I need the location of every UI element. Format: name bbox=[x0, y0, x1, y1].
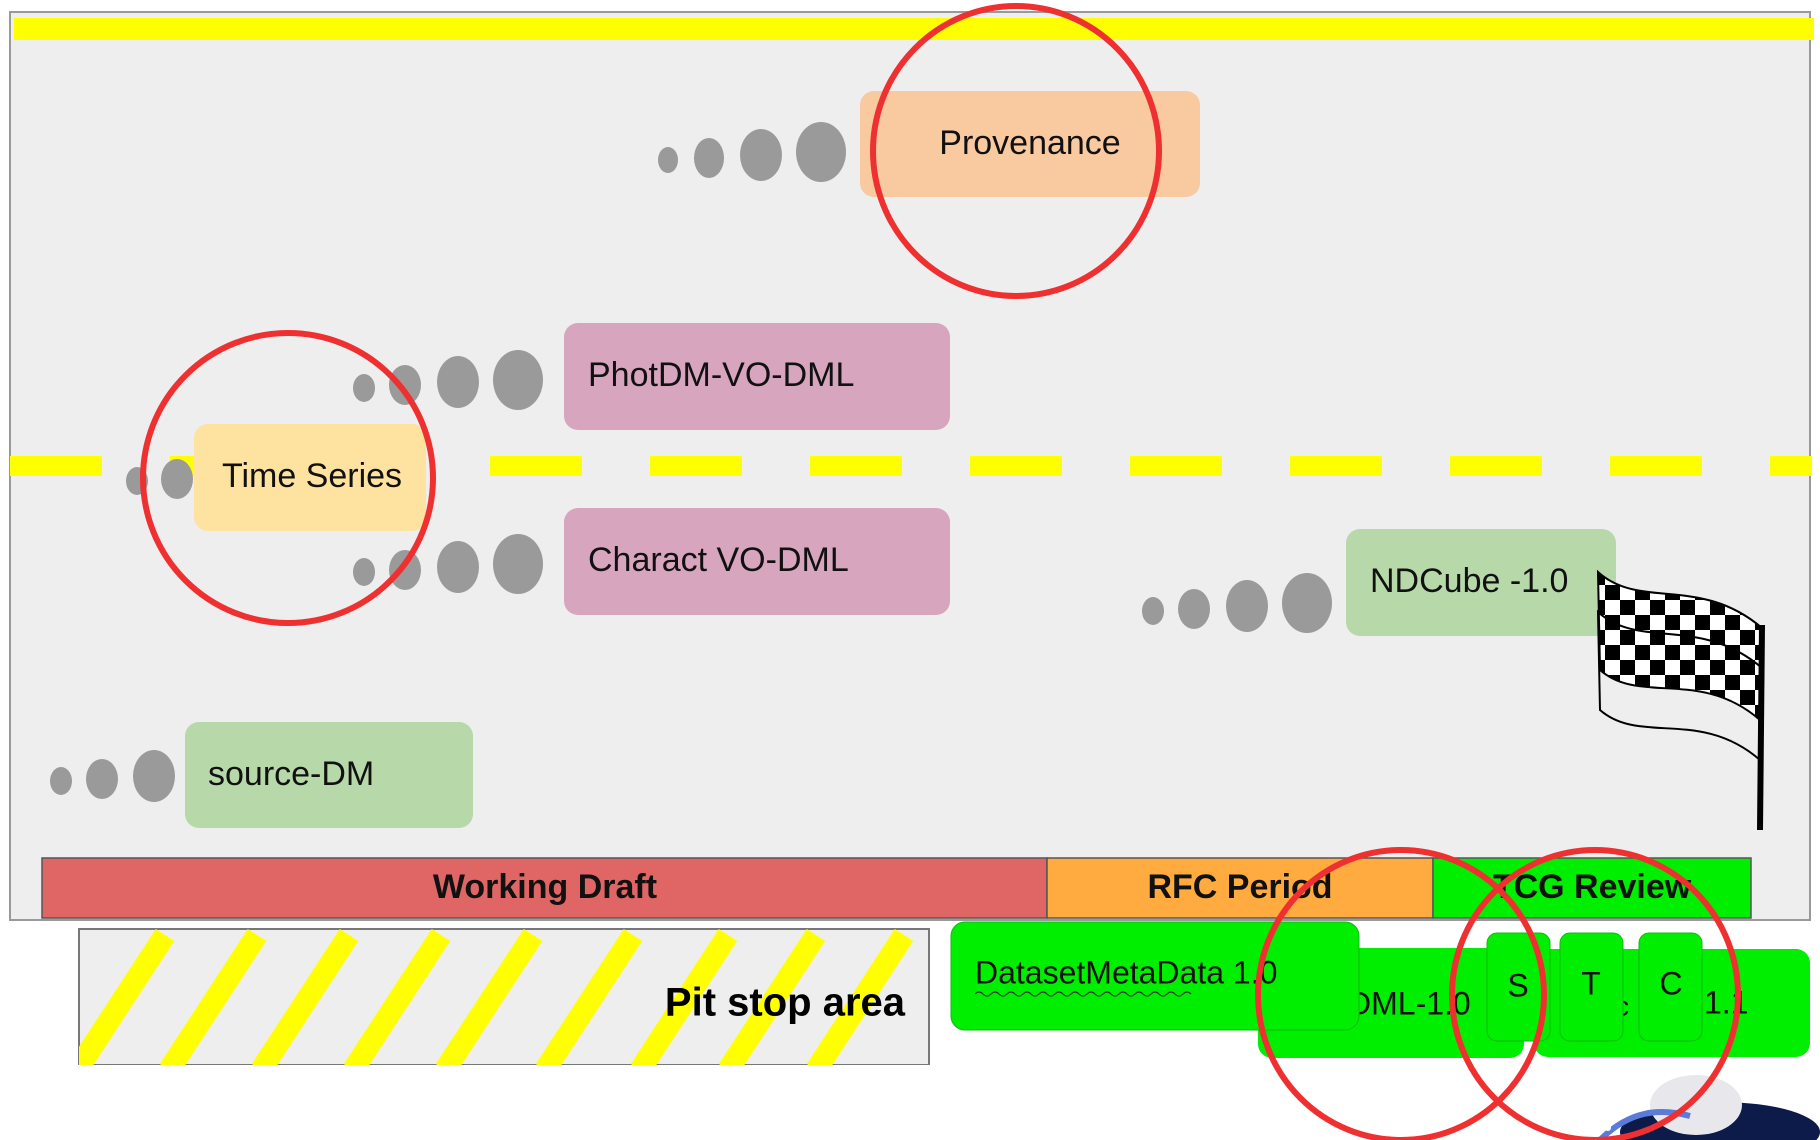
t-box[interactable]: T bbox=[1559, 932, 1624, 1042]
ndcube-label: NDCube -1.0 bbox=[1370, 562, 1568, 600]
top-lane-line bbox=[14, 18, 1814, 40]
stage-bar: Working Draft RFC Period TCG Review bbox=[41, 857, 1752, 919]
charact-box[interactable]: Charact VO-DML bbox=[564, 508, 950, 615]
rfc-ring bbox=[1255, 847, 1547, 1140]
provenance-dots bbox=[658, 122, 846, 182]
pit-stop-area: Pit stop area bbox=[70, 928, 940, 1140]
checkered-flag-icon bbox=[1596, 569, 1765, 831]
spec-version-label: 1.1 bbox=[1704, 984, 1748, 1020]
c-box[interactable]: C bbox=[1638, 932, 1703, 1042]
t-label: T bbox=[1581, 965, 1601, 1001]
tcg-ring bbox=[1449, 847, 1741, 1140]
source-dm-box[interactable]: source-DM bbox=[185, 722, 473, 828]
time-series-label: Time Series bbox=[222, 457, 402, 495]
rfc-period-segment bbox=[1046, 857, 1434, 919]
working-draft-segment bbox=[41, 857, 1048, 919]
pit-stop-label: Pit stop area bbox=[665, 981, 906, 1025]
charact-label: Charact VO-DML bbox=[588, 541, 849, 579]
s-label: S bbox=[1507, 967, 1528, 1003]
photdm-label: PhotDM-VO-DML bbox=[588, 356, 854, 394]
dataset-metadata-label: DatasetMetaData 1.0 bbox=[975, 954, 1277, 990]
s-box[interactable]: S bbox=[1486, 932, 1551, 1042]
c-label: C bbox=[1659, 965, 1682, 1001]
charact-dots bbox=[353, 534, 543, 594]
working-draft-label: Working Draft bbox=[433, 868, 657, 906]
time-series-box[interactable]: Time Series bbox=[194, 424, 426, 531]
ndcube-box[interactable]: NDCube -1.0 bbox=[1346, 529, 1616, 636]
dataset-metadata-box[interactable]: DatasetMetaData 1.0 bbox=[950, 921, 1360, 1031]
source-dm-dots bbox=[50, 750, 175, 802]
provenance-ring bbox=[870, 3, 1162, 299]
highlight-rings bbox=[140, 3, 1741, 1140]
provenance-box[interactable]: Provenance bbox=[860, 91, 1200, 197]
provenance-label: Provenance bbox=[939, 124, 1120, 162]
ndcube-dots bbox=[1142, 573, 1332, 633]
photdm-box[interactable]: PhotDM-VO-DML bbox=[564, 323, 950, 430]
source-dm-label: source-DM bbox=[208, 755, 374, 793]
time-series-ring bbox=[140, 330, 436, 626]
tcg-review-label: TCG Review bbox=[1493, 868, 1692, 906]
photdm-dots bbox=[353, 350, 543, 410]
tcg-review-segment bbox=[1432, 857, 1752, 919]
